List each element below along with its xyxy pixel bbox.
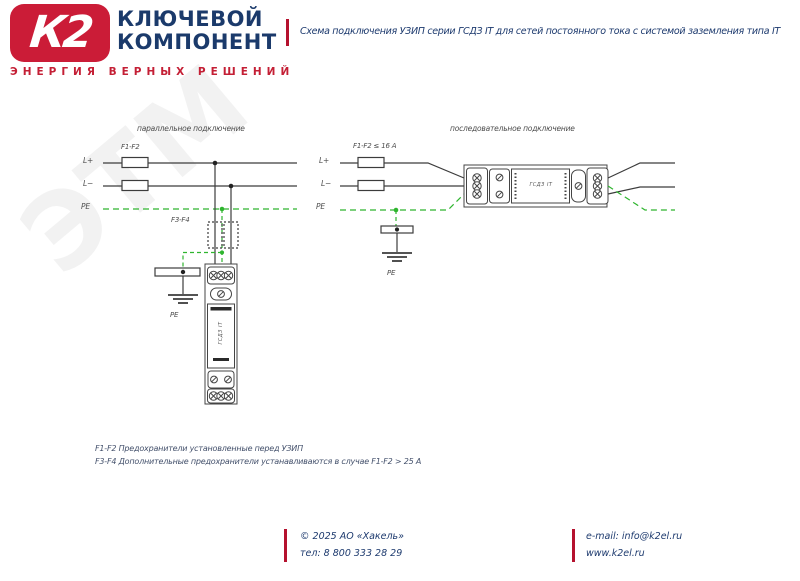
page-title: Схема подключения УЗИП серии ГСДЗ IT для… xyxy=(300,26,780,37)
parallel-label-l-minus: L− xyxy=(83,179,94,188)
junction-dot xyxy=(212,160,218,166)
brand-line2: КОМПОНЕНТ xyxy=(117,30,277,54)
footer-divider-bar-right xyxy=(572,529,575,562)
junction-dot xyxy=(228,183,234,189)
brand-tagline: ЭНЕРГИЯ ВЕРНЫХ РЕШЕНИЙ xyxy=(10,66,295,78)
serial-earth-label: PE xyxy=(387,269,396,277)
serial-wire-pe-out xyxy=(607,185,675,211)
serial-wire-pe-in xyxy=(340,193,465,211)
junction-dot-pe xyxy=(219,250,225,255)
parallel-device-label: ГСДЗ IT xyxy=(218,321,224,345)
footer-copyright: © 2025 АО «Хакель» xyxy=(300,531,405,542)
junction-dot-pe xyxy=(219,206,225,212)
parallel-fuse-label: F1-F2 xyxy=(121,143,140,151)
serial-wire-l-minus-out xyxy=(607,186,675,195)
serial-diagram xyxy=(340,156,675,262)
k2-logo: К2 xyxy=(10,4,110,62)
parallel-earth-label: PE xyxy=(170,311,179,319)
serial-diagram-title: последовательное подключение xyxy=(450,124,575,133)
brand-name: КЛЮЧЕВОЙ КОМПОНЕНТ xyxy=(117,8,277,54)
serial-earth-symbol xyxy=(382,252,412,262)
note-f1-f2: F1-F2 Предохранители установленные перед… xyxy=(95,444,303,453)
footer-divider-bar-left xyxy=(284,529,287,562)
footer-email: e-mail: info@k2el.ru xyxy=(586,531,683,542)
title-divider-bar xyxy=(286,19,289,46)
brand-line1: КЛЮЧЕВОЙ xyxy=(117,7,264,31)
serial-wire-l-plus-out xyxy=(607,162,675,179)
earth-symbol xyxy=(168,294,198,304)
pe-branch xyxy=(182,251,222,268)
serial-fuse-f2 xyxy=(357,179,385,192)
junction-dot xyxy=(180,269,186,275)
footer-website: www.k2el.ru xyxy=(586,548,645,559)
fuse-f1 xyxy=(121,156,149,169)
serial-fuse-label: F1-F2 ≤ 16 А xyxy=(353,142,397,150)
parallel-diagram-title: параллельное подключение xyxy=(137,124,245,133)
parallel-diagram xyxy=(103,156,297,405)
serial-device-label: ГСДЗ IT xyxy=(529,182,553,188)
serial-fuse-f1 xyxy=(357,156,385,169)
serial-label-l-minus: L− xyxy=(321,179,332,188)
pe-busbar xyxy=(154,267,201,277)
parallel-label-l-plus: L+ xyxy=(83,156,94,165)
parallel-label-pe: PE xyxy=(81,202,90,211)
junction-dot xyxy=(394,227,400,232)
serial-device xyxy=(463,164,609,208)
serial-label-pe: PE xyxy=(316,202,325,211)
parallel-device xyxy=(204,263,238,405)
fuse-f2 xyxy=(121,179,149,192)
serial-label-l-plus: L+ xyxy=(319,156,330,165)
footer-phone: тел: 8 800 333 28 29 xyxy=(300,548,403,559)
parallel-aux-fuse-label: F3-F4 xyxy=(171,216,190,224)
note-f3-f4: F3-F4 Дополнительные предохранители уста… xyxy=(95,457,422,466)
